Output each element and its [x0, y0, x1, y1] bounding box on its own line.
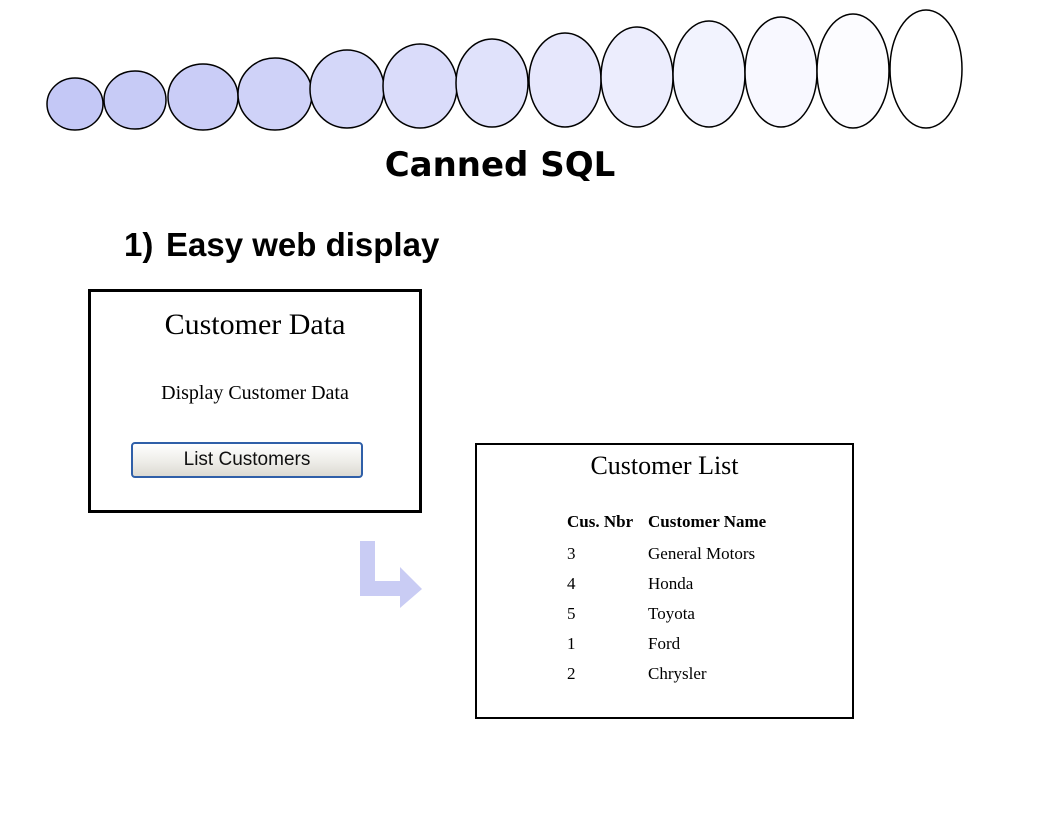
table-row: 3 General Motors — [564, 539, 770, 569]
table-row: 1 Ford — [564, 629, 770, 659]
column-header-customer-name: Customer Name — [648, 512, 767, 531]
bubble — [309, 49, 385, 129]
down-right-arrow-icon — [360, 541, 422, 608]
bubble — [816, 13, 890, 129]
bullet-text: Easy web display — [166, 226, 440, 263]
customer-data-page-screenshot: Customer Data Display Customer Data List… — [88, 289, 422, 513]
table-row: 5 Toyota — [564, 599, 770, 629]
bubble — [237, 57, 313, 131]
bullet-number: 1) — [124, 226, 154, 263]
column-header-cus-nbr: Cus. Nbr — [567, 512, 634, 531]
bubble — [744, 16, 818, 128]
table-row: 2 Chrysler — [564, 659, 770, 689]
customer-number: 2 — [567, 663, 576, 683]
customer-name: Ford — [648, 633, 681, 653]
bubble — [167, 63, 239, 131]
customer-data-heading: Customer Data — [164, 308, 346, 341]
bubble — [455, 38, 529, 128]
customer-number: 1 — [567, 633, 576, 653]
bubble — [382, 43, 458, 129]
customer-table: Cus. Nbr Customer Name 3 General Motors … — [564, 512, 770, 689]
decorative-bubble-row — [46, 9, 963, 131]
bubble — [600, 26, 674, 128]
bubble — [528, 32, 602, 128]
customer-number: 4 — [567, 573, 576, 593]
customer-list-page-screenshot: Customer List Cus. Nbr Customer Name 3 G… — [475, 443, 854, 719]
slide-title: Canned SQL — [384, 145, 616, 185]
customer-name: General Motors — [648, 543, 756, 563]
bubble — [46, 77, 104, 131]
customer-name: Honda — [648, 573, 694, 593]
customer-name: Chrysler — [648, 663, 707, 683]
bubble — [672, 20, 746, 128]
list-customers-button[interactable]: List Customers — [131, 442, 363, 478]
customer-data-description: Display Customer Data — [161, 382, 349, 404]
customer-number: 5 — [567, 603, 576, 623]
bubble — [103, 70, 167, 130]
table-row: 4 Honda — [564, 569, 770, 599]
bubble — [889, 9, 963, 129]
customer-list-heading: Customer List — [590, 451, 739, 480]
bullet-item: 1) Easy web display — [124, 226, 439, 264]
customer-number: 3 — [567, 543, 576, 563]
customer-name: Toyota — [648, 603, 695, 623]
table-header-row: Cus. Nbr Customer Name — [564, 512, 770, 539]
